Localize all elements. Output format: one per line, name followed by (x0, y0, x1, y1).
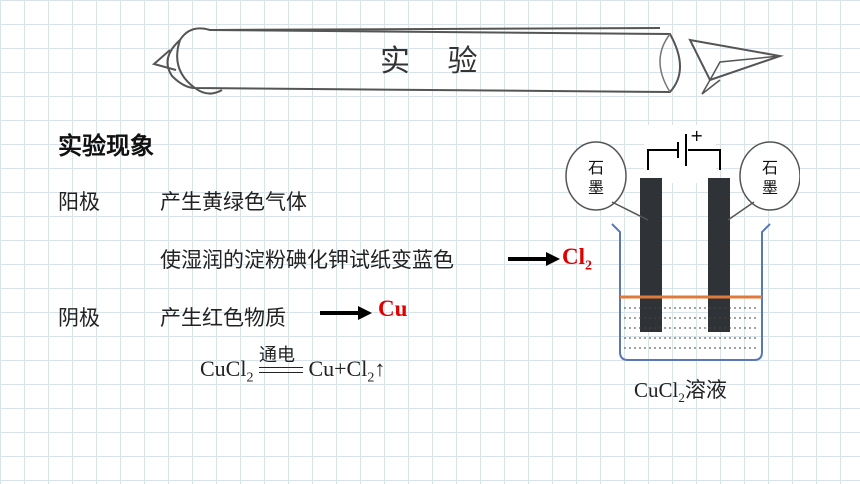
anode-test-result: 使湿润的淀粉碘化钾试纸变蓝色 (160, 248, 454, 272)
cathode-phenomenon: 产生红色物质 (160, 306, 286, 330)
anode-arrow-icon (508, 252, 560, 266)
section-heading: 实验现象 (58, 132, 154, 160)
banner-title: 实 验 (380, 44, 492, 79)
cathode-label: 阴极 (58, 306, 100, 330)
anode-label: 阳极 (58, 190, 100, 214)
electrolysis-apparatus (565, 125, 800, 361)
left-electrode-label: 石墨 (587, 158, 604, 197)
battery-plus-sign: + (690, 126, 704, 145)
anode-phenomenon: 产生黄绿色气体 (160, 190, 307, 214)
condition-sign: 通电 (258, 345, 303, 381)
banner-scroll (151, 27, 784, 95)
electrolysis-equation: CuCl2 通电 Cu+Cl2↑ (200, 345, 385, 386)
condition-label: 通电 (258, 344, 295, 366)
apparatus-caption: CuCl2溶液 (634, 378, 727, 406)
cathode-product: Cu (378, 296, 408, 321)
right-electrode-label: 石墨 (761, 158, 778, 197)
cathode-arrow-icon (320, 306, 372, 320)
anode-product: Cl2 (562, 244, 592, 274)
